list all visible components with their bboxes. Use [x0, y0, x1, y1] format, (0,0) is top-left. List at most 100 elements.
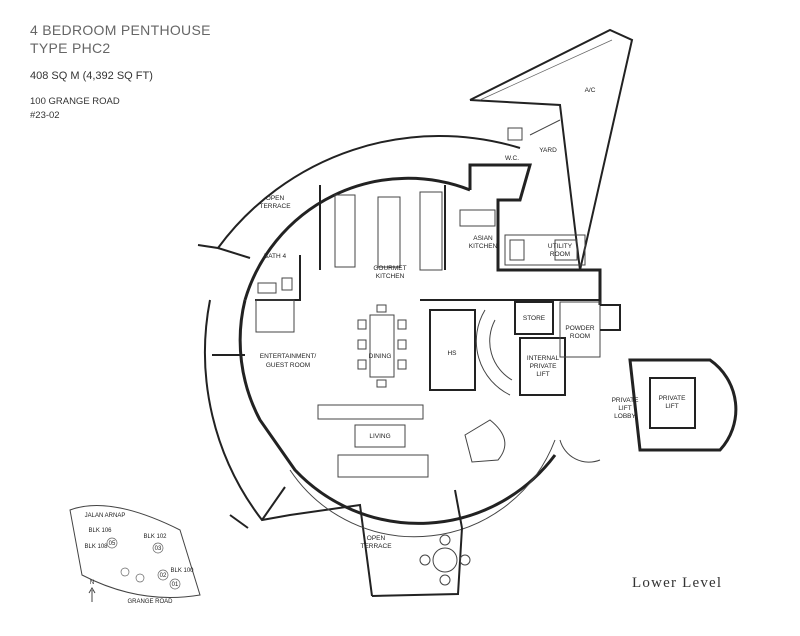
guest-bed — [255, 299, 295, 333]
label-internal: INTERNAL — [527, 355, 560, 362]
coffee-table — [354, 424, 406, 448]
hs-room — [429, 309, 476, 391]
plan-title-line2: TYPE PHC2 — [30, 40, 111, 56]
bottom-terrace-edge — [371, 527, 463, 597]
keyplan-marker-05 — [106, 537, 118, 549]
label-bath4: BATH 4 — [264, 253, 287, 260]
level-label: Lower Level — [632, 575, 723, 591]
keyplan-road-top: JALAN ARNAP — [85, 513, 126, 519]
address-line1: 100 GRANGE ROAD — [30, 96, 120, 107]
dining-chair-6 — [397, 359, 407, 370]
store-room — [514, 301, 554, 335]
living-sofa-bottom — [337, 454, 429, 478]
ac-ledge-inner — [479, 39, 613, 101]
dining-chair-2 — [357, 339, 367, 350]
wc-fixture — [507, 127, 523, 141]
label-open-terrace-bottom-2: TERRACE — [360, 543, 392, 550]
lobby-curve — [559, 439, 601, 463]
outdoor-table — [432, 547, 458, 573]
outer-terrace-wall-lower — [203, 299, 373, 597]
keyplan-site — [69, 505, 201, 598]
label-ac: A/C — [585, 87, 596, 94]
keyplan-blk100: BLK 100 — [170, 568, 194, 574]
keyplan-blk102: BLK 102 — [143, 534, 167, 540]
label-open-terrace-top: OPEN — [266, 195, 285, 202]
label-utility: UTILITY — [548, 243, 573, 250]
service-wing-wall — [468, 163, 602, 305]
keyplan-blk108: BLK 108 — [84, 544, 108, 550]
utility-sink — [554, 239, 578, 261]
gourmet-counter — [334, 194, 356, 268]
label-entertainment: ENTERTAINMENT/ — [260, 353, 317, 360]
keyplan-marker-plain-2 — [135, 573, 145, 583]
label-gourmet: GOURMET — [373, 265, 406, 272]
label-utility-room: ROOM — [550, 251, 570, 258]
keyplan-marker-01 — [169, 578, 181, 590]
label-kitchen: KITCHEN — [376, 273, 405, 280]
piano — [464, 419, 506, 463]
ac-ledge — [469, 28, 634, 271]
label-private-lift-2: LIFT — [665, 403, 678, 410]
main-circle-wall — [243, 176, 471, 301]
label-powder-room: ROOM — [570, 333, 590, 340]
label-wc: W.C. — [505, 155, 519, 162]
label-lift-lobby-1: PRIVATE — [612, 397, 640, 404]
label-private-lift-1: PRIVATE — [659, 395, 687, 402]
label-dining: DINING — [369, 353, 392, 360]
keyplan-marker-02 — [157, 569, 169, 581]
terrace-radial-3 — [261, 486, 286, 521]
keyplan-marker-02-label: 02 — [160, 573, 167, 579]
keyplan-marker-03 — [152, 542, 164, 554]
label-living: LIVING — [369, 433, 390, 440]
address-line2: #23-02 — [30, 110, 60, 121]
dining-chair-5 — [397, 339, 407, 350]
terrace-radial-1 — [217, 247, 251, 259]
terrace-radial-4 — [454, 489, 463, 529]
label-internal-private: PRIVATE — [530, 363, 558, 370]
outdoor-chair-1 — [439, 534, 451, 546]
outdoor-chair-3 — [419, 554, 431, 566]
spiral-stair — [475, 309, 511, 396]
outer-terrace-wall — [197, 134, 521, 250]
kitchen-counter-right — [419, 191, 443, 271]
label-open-terrace-top-2: TERRACE — [259, 203, 291, 210]
keyplan-blk106: BLK 106 — [88, 528, 112, 534]
bath4-vanity — [257, 282, 277, 294]
label-lift-lobby-2: LIFT — [618, 405, 631, 412]
keyplan-north-label: N — [90, 580, 94, 586]
private-lift — [649, 377, 696, 429]
label-guest-room: GUEST ROOM — [266, 362, 310, 369]
washer — [509, 239, 525, 261]
inner-curve — [289, 439, 556, 538]
lift-lobby-wall — [600, 304, 621, 331]
yard-wall — [469, 99, 581, 271]
keyplan-marker-05-label: 05 — [109, 541, 116, 547]
spiral-stair-inner — [489, 319, 513, 381]
utility-room — [504, 234, 586, 266]
lift-bubble — [628, 358, 738, 452]
outdoor-chair-2 — [439, 574, 451, 586]
kitchen-island — [377, 196, 401, 268]
label-lift-lobby-3: LOBBY — [614, 413, 636, 420]
label-hs: HS — [447, 350, 457, 357]
keyplan-marker-01-label: 01 — [172, 582, 179, 588]
key-plan: JALAN ARNAP BLK 106 BLK 102 BLK 108 BLK … — [69, 505, 201, 605]
keyplan-marker-03-label: 03 — [155, 546, 162, 552]
label-powder: POWDER — [565, 325, 595, 332]
yard-line — [529, 119, 561, 136]
label-store: STORE — [523, 315, 546, 322]
living-sofa-top — [317, 404, 424, 420]
keyplan-road-bottom: GRANGE ROAD — [127, 599, 173, 605]
label-asian-kitchen: KITCHEN — [469, 243, 498, 250]
outdoor-chair-4 — [459, 554, 471, 566]
internal-lift-shaft — [519, 337, 566, 396]
north-arrowhead-icon — [88, 587, 96, 594]
plan-title-line1: 4 BEDROOM PENTHOUSE — [30, 22, 211, 38]
plan-area: 408 SQ M (4,392 SQ FT) — [30, 70, 153, 82]
label-asian: ASIAN — [473, 235, 493, 242]
label-open-terrace-bottom: OPEN — [367, 535, 386, 542]
dining-chair-8 — [376, 379, 387, 388]
keyplan-marker-plain-1 — [120, 567, 130, 577]
dining-chair-1 — [357, 319, 367, 330]
